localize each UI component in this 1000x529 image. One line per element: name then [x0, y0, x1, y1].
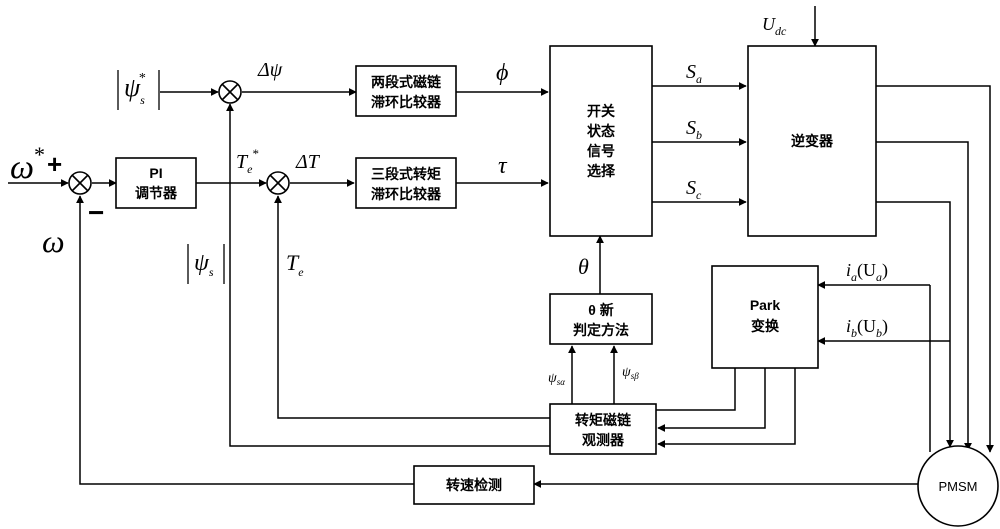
park-transform-block: Park 变换 [711, 265, 819, 369]
summing-junction-speed [68, 171, 92, 195]
observer-label-1: 转矩磁链 [575, 412, 632, 428]
switch-state-select-block: 开关 状态 信号 选择 [549, 45, 653, 237]
wire-phase-a [876, 85, 994, 453]
switch-label-2: 状态 [587, 123, 615, 139]
theta-label: θ [578, 254, 589, 279]
inverter-label: 逆变器 [791, 133, 834, 149]
pi-label-1: PI [149, 165, 162, 181]
ib-ub-label: ib(Ub) [846, 316, 888, 340]
pmsm-motor: PMSM [917, 445, 999, 527]
park-label-2: 变换 [751, 318, 780, 334]
psi-ref-symbol: ψs* [124, 71, 146, 107]
plus-sign: + [47, 149, 62, 179]
psi-beta-label: ψsβ [622, 365, 639, 381]
flux-hyst-label-2: 滞环比较器 [371, 94, 442, 110]
ia-ua-label: ia(Ua) [846, 260, 888, 284]
psi-fb-label: ψs [194, 250, 214, 279]
tau-label: τ [498, 153, 508, 179]
wire-park-obs-2 [657, 368, 766, 432]
wires [8, 6, 994, 488]
te-ref-label: Te* [236, 146, 259, 176]
speed-detection-block: 转速检测 [413, 465, 535, 505]
torque-hyst-label-1: 三段式转矩 [371, 166, 441, 182]
sc-label: Sc [686, 177, 702, 202]
pmsm-label: PMSM [939, 479, 978, 494]
switch-label-3: 信号 [587, 143, 615, 159]
theta-method-label-1: θ 新 [588, 302, 613, 318]
delta-psi-label: Δψ [257, 59, 283, 81]
te-fb-label: Te [286, 250, 304, 279]
wire-phase-b [876, 141, 972, 451]
sa-label: Sa [686, 61, 702, 86]
summing-junction-torque [266, 171, 290, 195]
observer-label-2: 观测器 [582, 432, 625, 448]
flux-hysteresis-block: 两段式磁链 滞环比较器 [355, 65, 457, 117]
wire-park-obs-3 [657, 368, 796, 448]
minus-sign: − [88, 197, 104, 228]
speed-det-label: 转速检测 [446, 477, 502, 493]
sb-label: Sb [686, 117, 702, 142]
torque-flux-observer-block: 转矩磁链 观测器 [549, 403, 657, 455]
delta-t-label: ΔT [295, 151, 321, 173]
pi-label-2: 调节器 [135, 185, 178, 201]
theta-method-block: θ 新 判定方法 [549, 293, 653, 345]
wire-park-obs-1 [656, 368, 736, 411]
switch-label-4: 选择 [587, 163, 616, 179]
wire-speed-fb [76, 195, 414, 485]
udc-label: Udc [762, 14, 787, 38]
omega-feedback-symbol: ω [42, 223, 65, 259]
summing-junction-flux [218, 80, 242, 104]
theta-method-label-2: 判定方法 [573, 322, 629, 338]
switch-label-1: 开关 [587, 103, 615, 119]
pi-controller-block: PI 调节器 [115, 157, 197, 209]
torque-hyst-label-2: 滞环比较器 [371, 186, 442, 202]
psi-alpha-label: ψsα [548, 371, 565, 387]
torque-hysteresis-block: 三段式转矩 滞环比较器 [355, 157, 457, 209]
wire-phase-c [876, 201, 954, 448]
phi-label: ϕ [496, 60, 508, 86]
flux-hyst-label-1: 两段式磁链 [371, 74, 442, 90]
inverter-block: 逆变器 [747, 45, 877, 237]
omega-ref-symbol: ω* [10, 142, 45, 186]
wire-te-fb [274, 195, 550, 419]
wire-psi-fb [226, 103, 550, 447]
park-label-1: Park [750, 297, 781, 313]
